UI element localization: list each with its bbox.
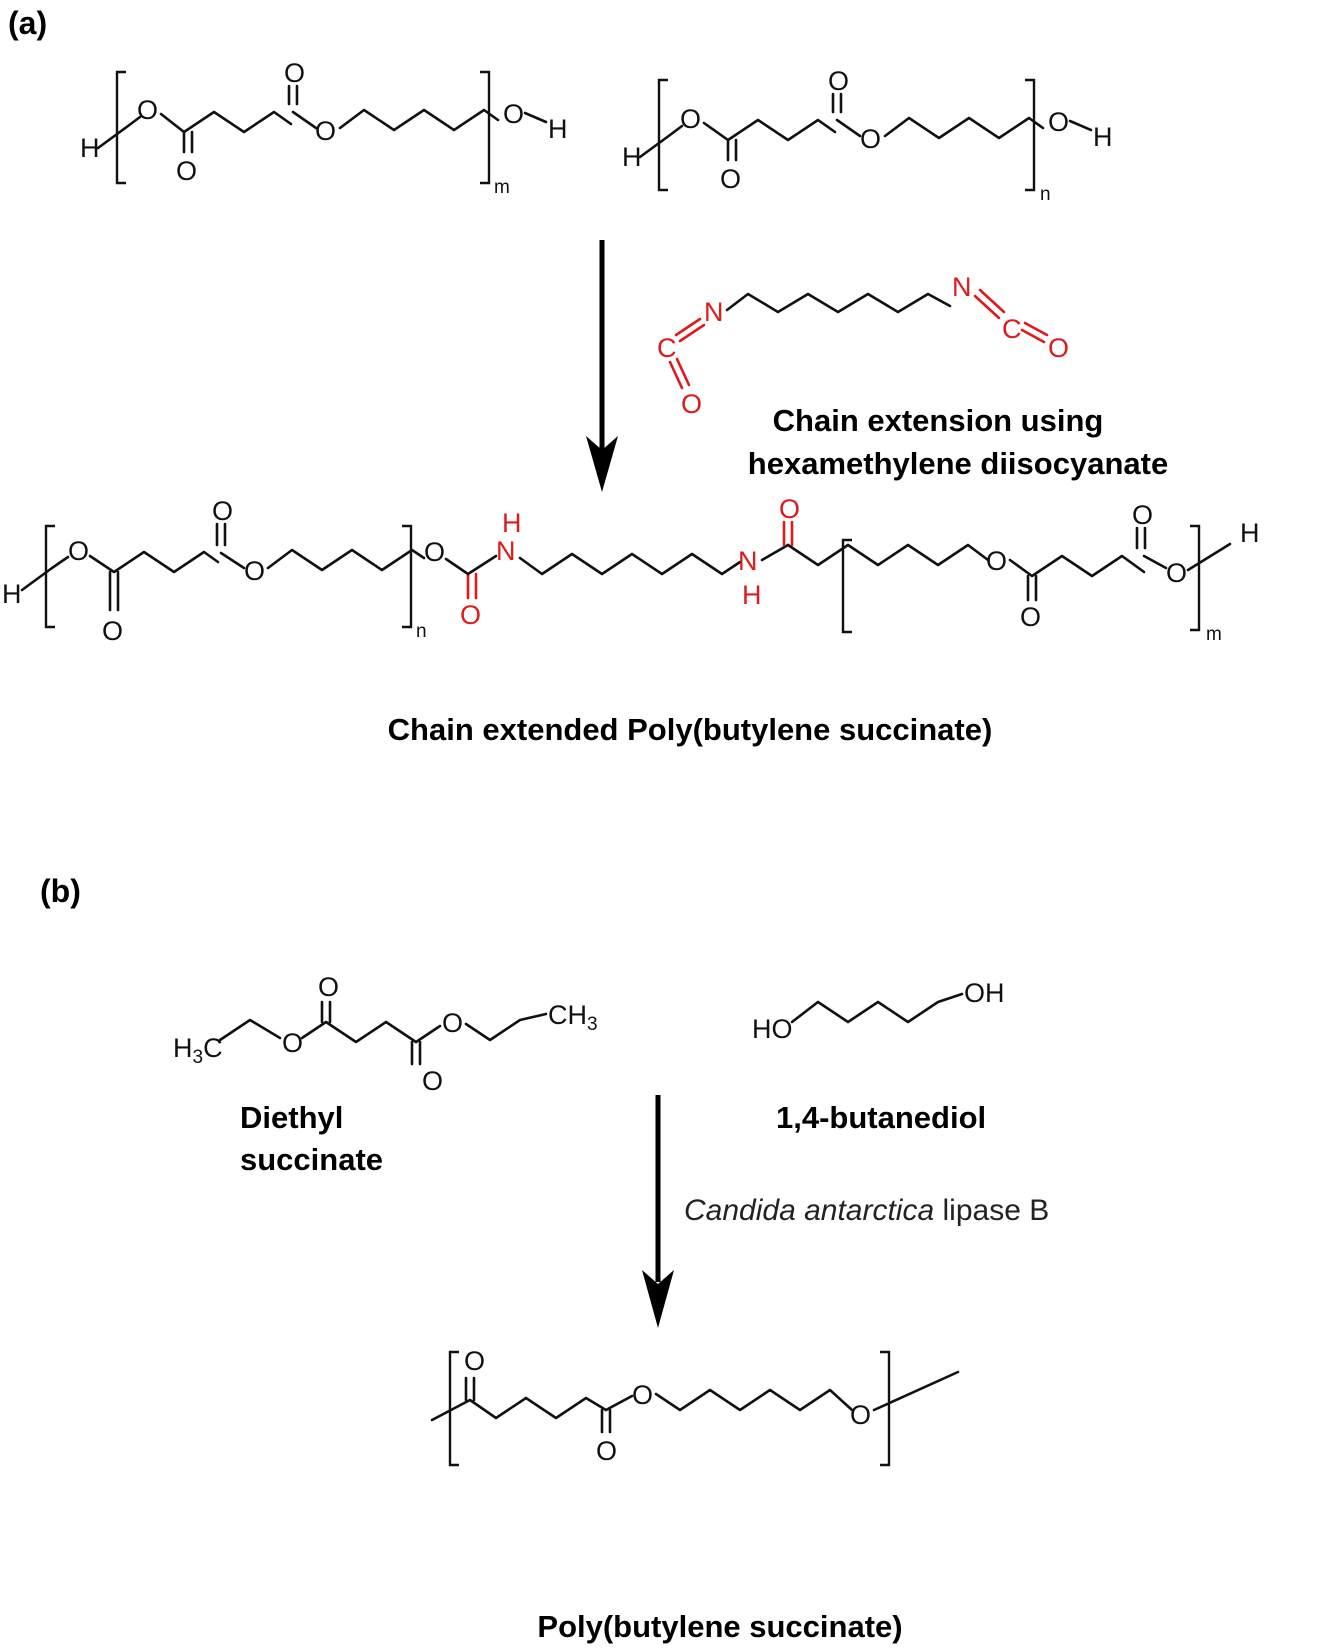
atom-o-carbonyl: O [102, 616, 123, 646]
atom-o: O [282, 1028, 303, 1058]
atom-o: O [503, 99, 524, 129]
bracket-left [448, 1350, 459, 1467]
atom-h-start: H [80, 133, 100, 163]
subscript-n: n [416, 621, 427, 642]
atom-n: N [496, 536, 516, 566]
atom-n: N [952, 272, 972, 302]
catalyst-label: Candida antarctica lipase B [684, 1194, 1049, 1227]
label-pbs: Poly(butylene succinate) [537, 1609, 902, 1644]
hexamethylene-diisocyanate: C N O N C O [657, 272, 1069, 419]
atom-o-carbonyl: O [318, 972, 339, 1002]
atom-n: N [738, 546, 758, 576]
atom-h-start: H [2, 579, 22, 609]
atom-ho: HO [752, 1014, 793, 1044]
atom-o: O [681, 389, 702, 419]
label-diethyl-line2: succinate [240, 1142, 383, 1177]
atom-o: O [986, 546, 1007, 576]
atom-h3c: H3C [173, 1033, 223, 1068]
atom-o: O [442, 1008, 463, 1038]
atom-o-carbonyl: O [284, 58, 305, 88]
reaction-arrow-a [586, 240, 618, 492]
atom-c: C [1002, 314, 1022, 344]
atom-o-carbonyl: O [596, 1436, 617, 1466]
atom-o-carbonyl: O [176, 156, 197, 186]
label-butanediol: 1,4-butanediol [776, 1100, 986, 1135]
bracket-right-n [402, 524, 413, 629]
atom-o-carbonyl: O [422, 1066, 443, 1096]
subscript-m: m [1206, 624, 1222, 645]
atom-o: O [1166, 558, 1187, 588]
pbs-oligomer-n: H O O O O n O H [622, 66, 1113, 205]
atom-h-on-n: H [502, 508, 522, 538]
atom-o-amide: O [779, 494, 800, 524]
pbs-oligomer-m: H O O O O m O H [80, 58, 568, 198]
atom-o: O [860, 124, 881, 154]
atom-o: O [1048, 333, 1069, 363]
atom-h-end: H [548, 114, 568, 144]
bracket-right [880, 1350, 891, 1467]
diethyl-succinate-structure: H3C O O O O CH3 [173, 972, 598, 1096]
atom-o-carbonyl: O [720, 164, 741, 194]
atom-o: O [244, 556, 265, 586]
atom-o-carbonyl: O [1020, 602, 1041, 632]
subscript-m: m [494, 177, 510, 198]
chain-extended-pbs: H O O O O n O O N H N H O O [2, 494, 1260, 646]
bracket-left [657, 78, 668, 192]
atom-o-carbonyl: O [1132, 500, 1153, 530]
atom-o: O [680, 104, 701, 134]
reaction-arrow-b [642, 1095, 674, 1328]
atom-c: C [657, 333, 677, 363]
atom-h-end: H [1240, 518, 1260, 548]
pbs-repeat-unit: O O O O [430, 1346, 960, 1467]
bracket-left [44, 524, 55, 629]
bracket-right [1025, 78, 1036, 192]
label-diethyl-line1: Diethyl [240, 1100, 343, 1135]
atom-o-carbonyl: O [212, 496, 233, 526]
atom-o: O [137, 95, 158, 125]
atom-o: O [632, 1380, 653, 1410]
atom-h-start: H [622, 142, 642, 172]
panel-label-a: (a) [8, 5, 47, 41]
label-chain-extended-pbs: Chain extended Poly(butylene succinate) [388, 712, 993, 747]
butanediol-structure: HO OH [752, 978, 1005, 1044]
panel-label-b: (b) [40, 873, 81, 909]
subscript-n: n [1040, 184, 1051, 205]
label-chain-extension-line2: hexamethylene diisocyanate [748, 446, 1168, 481]
atom-h-on-n: H [742, 580, 762, 610]
atom-oh: OH [964, 978, 1005, 1008]
atom-o: O [424, 537, 445, 567]
label-chain-extension-line1: Chain extension using [773, 403, 1104, 438]
atom-o-carbonyl: O [464, 1346, 485, 1376]
atom-o: O [1048, 107, 1069, 137]
bracket-left [115, 70, 126, 185]
bracket-right-m [1190, 524, 1201, 632]
atom-o: O [850, 1400, 871, 1430]
atom-n: N [704, 297, 724, 327]
atom-o: O [315, 116, 336, 146]
bracket-right [480, 70, 491, 185]
atom-o-carbamate: O [460, 600, 481, 630]
atom-o-carbonyl: O [828, 66, 849, 96]
atom-o: O [68, 536, 89, 566]
atom-h-end: H [1093, 122, 1113, 152]
atom-ch3: CH3 [548, 1000, 598, 1035]
bracket-left-m [841, 538, 852, 634]
